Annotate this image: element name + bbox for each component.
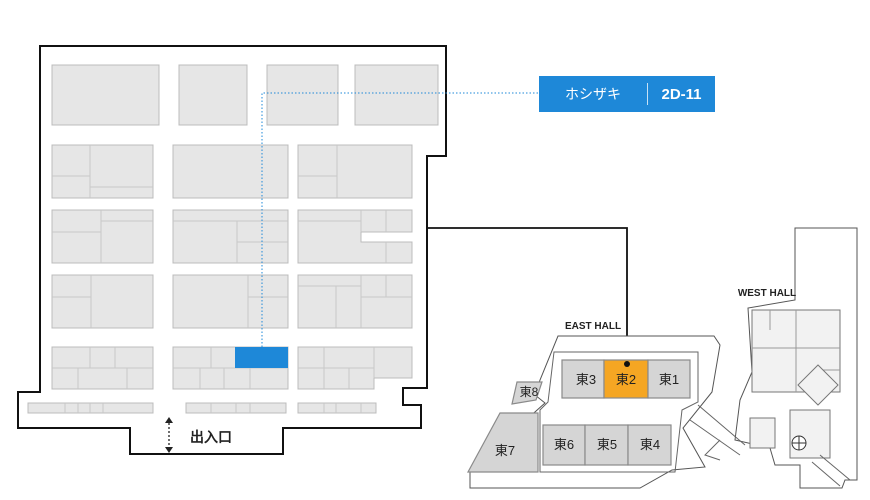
booth-block[interactable] bbox=[172, 209, 289, 264]
booth-block[interactable] bbox=[178, 64, 248, 126]
booth-block[interactable] bbox=[51, 274, 154, 329]
booth-block[interactable] bbox=[297, 402, 377, 414]
compass-icon bbox=[791, 435, 807, 451]
hall-east-7[interactable] bbox=[466, 412, 539, 473]
booth-block[interactable] bbox=[51, 64, 160, 126]
west-walkway bbox=[811, 454, 851, 487]
hall-label: 東8 bbox=[520, 385, 539, 399]
hall-label: 東3 bbox=[576, 372, 596, 387]
booth-block[interactable] bbox=[354, 64, 439, 126]
hall-east-1[interactable] bbox=[647, 359, 691, 399]
exhibitor-name: ホシザキ bbox=[565, 86, 621, 102]
hall-east-4[interactable] bbox=[627, 424, 672, 466]
hall-label: 東5 bbox=[597, 437, 617, 452]
east-hall-label: EAST HALL bbox=[565, 321, 621, 332]
west-walkway bbox=[689, 404, 746, 461]
entrance-label: 出入口 bbox=[190, 429, 232, 445]
west-hall-label: WEST HALL bbox=[738, 288, 796, 299]
booth-block[interactable] bbox=[297, 144, 413, 199]
callout-divider bbox=[647, 83, 648, 105]
entrance-arrow-icon bbox=[165, 417, 173, 453]
hall-label: 東1 bbox=[659, 372, 679, 387]
hall-label: 東6 bbox=[554, 437, 574, 452]
hall-east-6[interactable] bbox=[542, 424, 586, 466]
booth-block[interactable] bbox=[266, 64, 339, 126]
booth-block[interactable] bbox=[51, 144, 154, 199]
booth-block[interactable] bbox=[172, 144, 289, 199]
location-marker bbox=[624, 361, 630, 367]
hall-east-3[interactable] bbox=[561, 359, 605, 399]
callout-leader bbox=[261, 92, 539, 347]
booth-block[interactable] bbox=[51, 209, 154, 264]
west-hall-block[interactable] bbox=[749, 417, 776, 449]
booth-block[interactable] bbox=[172, 274, 289, 329]
booth-block[interactable] bbox=[297, 274, 413, 329]
hall-label: 東7 bbox=[495, 443, 515, 458]
hall-label: 東4 bbox=[640, 437, 660, 452]
exhibitor-callout[interactable]: ホシザキ 2D-11 bbox=[539, 76, 715, 112]
booth-block[interactable] bbox=[297, 209, 413, 264]
hall-east-5[interactable] bbox=[584, 424, 629, 466]
hall-east-8[interactable] bbox=[511, 381, 543, 405]
highlight-booth-2D-11[interactable] bbox=[235, 347, 288, 368]
hall-label: 東2 bbox=[616, 372, 636, 387]
connector-line bbox=[427, 227, 628, 364]
west-hall-block[interactable] bbox=[789, 409, 831, 459]
booth-code: 2D-11 bbox=[661, 85, 702, 103]
